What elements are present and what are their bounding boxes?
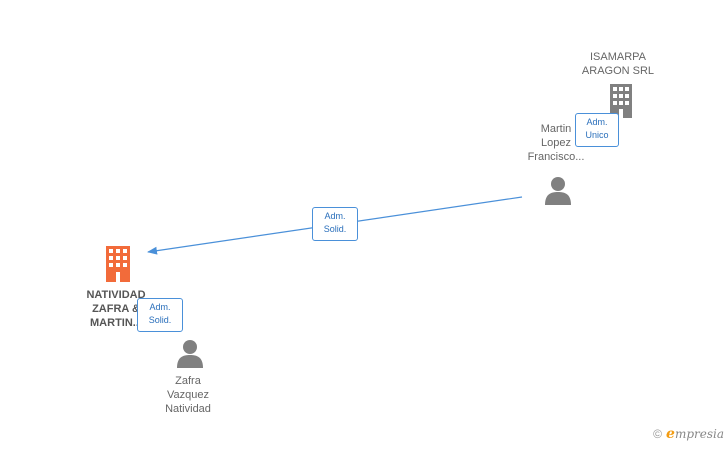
role-badge-adm-solid-zafra[interactable]: Adm. Solid. — [137, 298, 183, 332]
node-name-line: ARAGON SRL — [581, 65, 655, 77]
node-label-zafra[interactable]: Zafra Vazquez Natividad — [140, 374, 236, 416]
node-name-line: Martin — [540, 123, 572, 135]
node-name-line: MARTIN... — [90, 317, 142, 329]
node-name-line: Natividad — [165, 403, 211, 415]
person-icon[interactable] — [543, 176, 573, 206]
node-name-line: NATIVIDAD — [86, 289, 146, 301]
brand-initial: e — [666, 426, 675, 442]
node-label-isamarpa[interactable]: ISAMARPA ARAGON SRL — [570, 50, 666, 78]
brand-rest: mpresia — [674, 427, 724, 441]
node-label-martin[interactable]: Martin Lopez Francisco... — [510, 122, 602, 164]
role-line: Adm. — [586, 117, 608, 127]
role-badge-adm-solid-martin[interactable]: Adm. Solid. — [312, 207, 358, 241]
node-name-line: Zafra — [175, 375, 201, 387]
building-icon[interactable] — [104, 246, 132, 282]
node-name-line: Francisco... — [527, 151, 585, 163]
role-line: Unico — [585, 130, 609, 140]
building-icon[interactable] — [608, 84, 636, 118]
node-name-line: ZAFRA & — [92, 303, 140, 315]
person-icon[interactable] — [175, 339, 205, 369]
footer-watermark: © empresia — [653, 426, 724, 442]
brand-logo: empresia — [666, 426, 724, 442]
role-line: Solid. — [323, 224, 347, 234]
node-name-line: Vazquez — [167, 389, 209, 401]
role-line: Adm. — [149, 302, 171, 312]
node-label-natividad-company[interactable]: NATIVIDAD ZAFRA & MARTIN... — [66, 288, 166, 330]
node-name-line: Lopez — [541, 137, 571, 149]
role-line: Solid. — [148, 315, 172, 325]
role-line: Adm. — [324, 211, 346, 221]
node-name-line: ISAMARPA — [589, 51, 647, 63]
role-badge-adm-unico[interactable]: Adm. Unico — [575, 113, 619, 147]
copyright-symbol: © — [653, 427, 663, 441]
